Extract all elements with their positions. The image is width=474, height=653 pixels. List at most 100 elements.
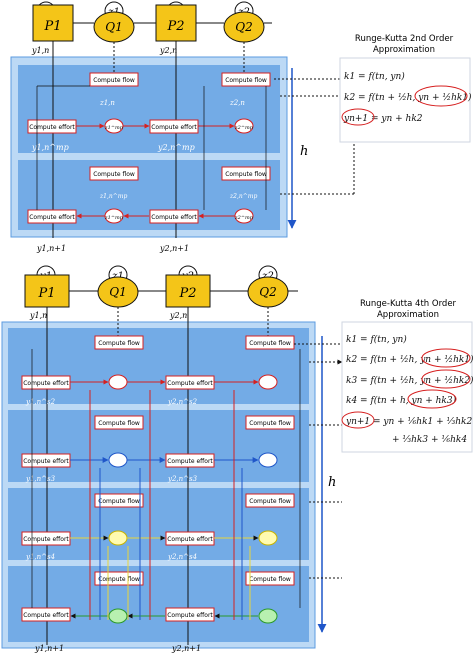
rk2-node-z2mp <box>234 118 254 134</box>
rk2-flow-box-1 <box>89 72 139 87</box>
rk2-title-2: Approximation <box>373 45 435 55</box>
rk4-stage-y2-s2: y2,n^s2 <box>167 398 198 406</box>
rk4-eq5-highlight <box>341 411 375 429</box>
rk2-section: y1 z1 y2 z2 P1 Q1 P2 Q2 y1,n y2,n Compu <box>10 1 472 253</box>
rk4-flow-label-4a: Compute flow <box>98 576 140 583</box>
rk4-stage-y2-s3: y2,n^s3 <box>167 475 198 483</box>
rk4-flow-box-3a <box>94 493 144 508</box>
block-q2-label: Q2 <box>235 20 252 34</box>
rk4-flow-box-2b <box>245 415 295 430</box>
rk2-h-label: h <box>300 144 308 159</box>
rk4-flow-box-1b <box>245 335 295 350</box>
rk4-out-y2n: y2,n <box>169 311 187 320</box>
rk4-effort-label-4b: Compute effort <box>167 612 213 619</box>
rk4-flow-box-3b <box>245 493 295 508</box>
rk4-flow-box-4b <box>245 571 295 586</box>
rk4-flow-label-4b: Compute flow <box>249 576 291 583</box>
rk4-block-p2-label: P2 <box>178 286 196 301</box>
rk4-section: y1 z1 y2 z2 P1 Q1 P2 Q2 y1,n y2,n Comput… <box>1 265 474 653</box>
rk4-flow-label-3a: Compute flow <box>98 498 140 505</box>
rk4-out-y1n: y1,n <box>29 311 47 320</box>
rk2-eq3-highlight <box>341 108 375 126</box>
rk4-signal-z2-label: z2 <box>261 271 274 282</box>
rk2-mid-z2n: z2,n <box>229 99 245 107</box>
rk2-node-z2b-label: z2^mp <box>234 214 254 221</box>
rk4-node-2a <box>108 452 128 468</box>
rk4-effort-box-4b <box>165 607 215 622</box>
rk4-flow-label-2a: Compute flow <box>98 420 140 427</box>
block-p2-label: P2 <box>166 19 184 34</box>
block-q1-label: Q1 <box>105 20 122 34</box>
rk2-flow-box-4 <box>221 166 271 181</box>
rk4-flow-label-1b: Compute flow <box>249 340 291 347</box>
rk4-eq3: k3 = f(tn + ½h, yn + ½hk2) <box>346 375 474 386</box>
rk4-flow-label-2b: Compute flow <box>249 420 291 427</box>
rk4-node-1a <box>108 374 128 390</box>
rk2-bottom-z1: z1,n^mp <box>99 193 127 200</box>
rk4-block-q1-label: Q1 <box>109 285 126 299</box>
rk2-flow-label-2: Compute flow <box>225 77 267 84</box>
rk4-eq4-highlight <box>407 389 457 409</box>
rk4-effort-label-3b: Compute effort <box>167 536 213 543</box>
rk4-node-1b <box>258 374 278 390</box>
block-p1-label: P1 <box>43 19 61 34</box>
rk4-eq3-highlight <box>421 369 471 389</box>
rk4-effort-label-1b: Compute effort <box>167 380 213 387</box>
rk4-effort-label-2b: Compute effort <box>167 458 213 465</box>
rk2-node-z1b-label: z1^mp <box>104 214 124 221</box>
rk2-eq1: k1 = f(tn, yn) <box>344 71 405 82</box>
rk4-stage-y2-s4: y2,n^s4 <box>167 553 197 561</box>
rk2-effort-box-3 <box>27 209 77 224</box>
rk2-eq3: yn+1 = yn + hk2 <box>343 114 423 124</box>
rk4-node-4a <box>108 608 128 624</box>
rk4-eq2-highlight <box>421 348 471 368</box>
rk4-stage-y1-s3: y1,n^s3 <box>25 475 56 483</box>
rk4-flow-box-2a <box>94 415 144 430</box>
rk2-node-z1mp-label: z1^mp <box>104 124 124 131</box>
rk4-title-1: Runge-Kutta 4th Order <box>360 299 457 309</box>
rk4-flow-box-4a <box>94 571 144 586</box>
rk2-flow-box-3 <box>89 166 139 181</box>
rk2-flow-label-3: Compute flow <box>93 171 135 178</box>
rk2-effort-label-4: Compute effort <box>151 214 197 221</box>
rk4-flow-label-3b: Compute flow <box>249 498 291 505</box>
rk4-next-y1: y1,n+1 <box>34 644 64 653</box>
rk2-effort-label-1: Compute effort <box>29 124 75 131</box>
rk2-next-y2: y2,n+1 <box>159 244 189 253</box>
rk4-flow-label-1a: Compute flow <box>98 340 140 347</box>
rk4-next-y2: y2,n+1 <box>171 644 201 653</box>
rk2-eq2: k2 = f(tn + ½h, yn + ½hk1) <box>344 92 472 103</box>
rk2-mp-y2: y2,n^mp <box>157 143 195 152</box>
rk4-eq1: k1 = f(tn, yn) <box>346 334 407 345</box>
out-label-y2n: y2,n <box>159 46 177 55</box>
rk4-effort-label-1a: Compute effort <box>23 380 69 387</box>
rk4-effort-label-3a: Compute effort <box>23 536 69 543</box>
rk2-flow-label-4: Compute flow <box>225 171 267 178</box>
rk2-flow-box-2 <box>221 72 271 87</box>
rk2-effort-label-2: Compute effort <box>151 124 197 131</box>
rk4-effort-label-4a: Compute effort <box>23 612 69 619</box>
rk4-eq6: + ⅓hk3 + ⅙hk4 <box>392 435 467 445</box>
rk4-block-q2-label: Q2 <box>259 285 276 299</box>
rk4-effort-box-4a <box>21 607 71 622</box>
rk2-node-z2mp-label: z2^mp <box>234 124 254 131</box>
out-label-y1n: y1,n <box>31 46 49 55</box>
rk2-mid-z1n: z1,n <box>99 99 115 107</box>
rk4-flow-box-1a <box>94 335 144 350</box>
rk4-effort-label-2a: Compute effort <box>23 458 69 465</box>
rk2-effort-box-4 <box>149 209 199 224</box>
rk2-equation-box <box>339 57 471 143</box>
rk4-eq5: yn+1 = yn + ⅙hk1 + ⅓hk2 <box>345 417 472 427</box>
rk2-eq2-highlight <box>414 85 468 107</box>
rk4-block-p2 <box>165 274 211 308</box>
rk2-mp-y1: y1,n^mp <box>31 143 69 152</box>
rk2-next-y1: y1,n+1 <box>36 244 66 253</box>
rk4-equation-box <box>341 321 473 453</box>
rk2-flow-label-1: Compute flow <box>93 77 135 84</box>
rk4-eq2: k2 = f(tn + ½h, yn + ½hk1) <box>346 354 474 365</box>
rk4-block-p1-label: P1 <box>37 286 55 301</box>
rk4-h-label: h <box>328 475 336 490</box>
rk4-signal-z1-label: z1 <box>111 271 124 282</box>
rk2-bottom-z2: z2,n^mp <box>229 193 257 200</box>
